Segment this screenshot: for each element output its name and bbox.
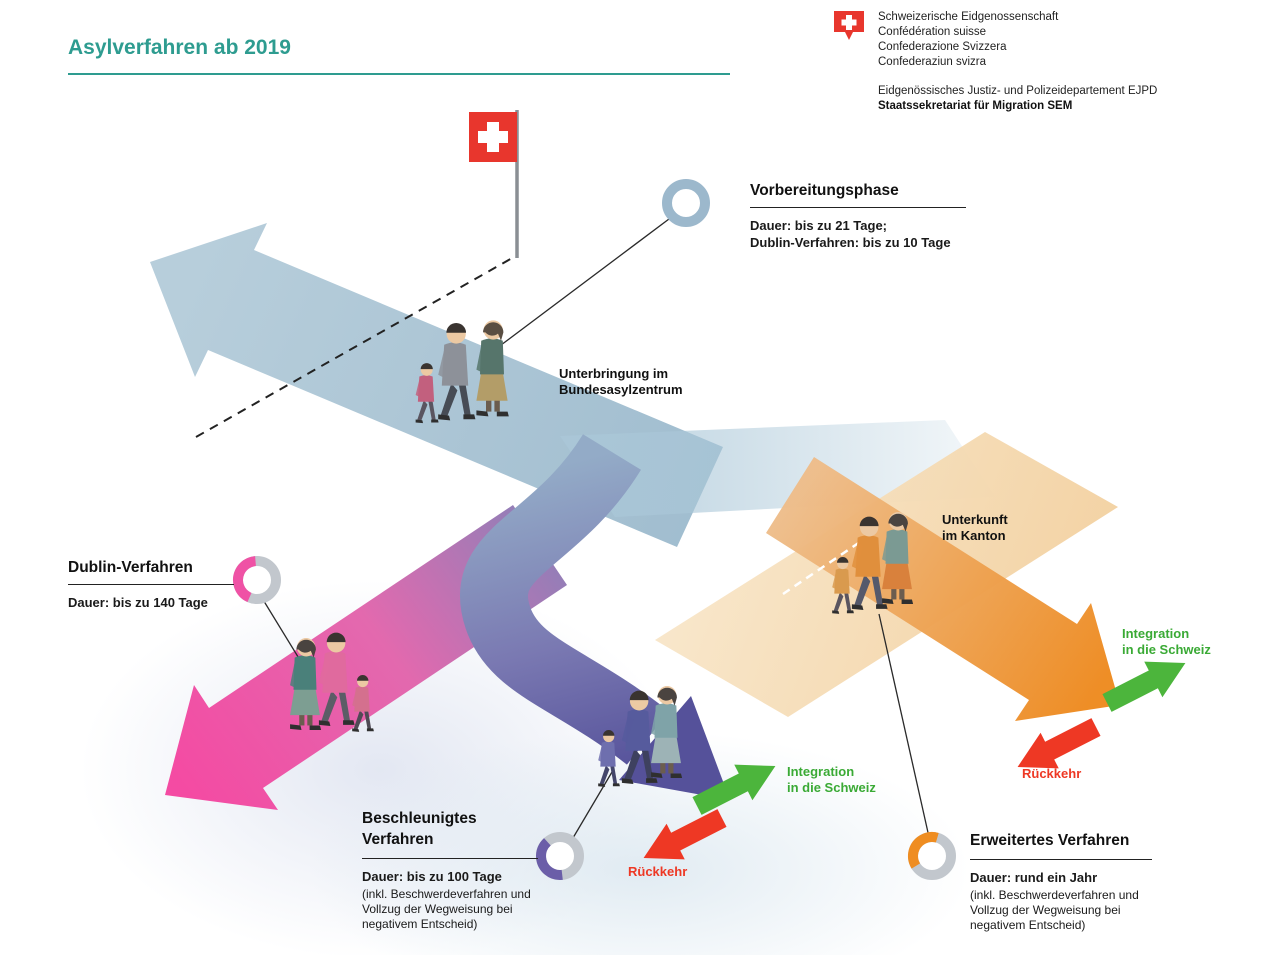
- extended-phase-note: (inkl. Beschwerdeverfahren und Vollzug d…: [970, 888, 1139, 932]
- swiss-flag-icon: [469, 110, 519, 258]
- return-label-extended: Rückkehr: [1022, 766, 1082, 781]
- extended-phase-ring-icon: [908, 832, 956, 880]
- extended-procedure-arrow: [766, 457, 1120, 721]
- dublin-phase-title: Dublin-Verfahren: [68, 557, 234, 585]
- extended-phase-title: Erweitertes Verfahren: [970, 830, 1152, 860]
- accelerated-phase-ring-icon: [536, 832, 585, 880]
- extended-phase-duration: Dauer: rund ein Jahr: [970, 870, 1098, 885]
- preparation-phase-title: Vorbereitungsphase: [750, 180, 966, 208]
- integration-label-accelerated: Integration in die Schweiz: [787, 764, 876, 795]
- phase-block-preparation: Vorbereitungsphase Dauer: bis zu 21 Tage…: [750, 180, 966, 251]
- canton-accommodation-label: Unterkunft im Kanton: [942, 512, 1008, 543]
- dublin-phase-ring-icon: [233, 556, 281, 604]
- integration-label-extended: Integration in die Schweiz: [1122, 626, 1211, 657]
- dublin-phase-details: Dauer: bis zu 140 Tage: [68, 595, 208, 610]
- flow-band-to-canton: [560, 420, 995, 517]
- department-name: Eidgenössisches Justiz- und Polizeidepar…: [878, 85, 1158, 97]
- preparation-phase-details: Dauer: bis zu 21 Tage; Dublin-Verfahren:…: [750, 218, 951, 250]
- confederation-names: Schweizerische Eidgenossenschaft Confédé…: [878, 11, 1059, 68]
- phase-block-extended: Erweitertes Verfahren Dauer: rund ein Ja…: [970, 830, 1152, 933]
- office-name: Staatssekretariat für Migration SEM: [878, 100, 1073, 112]
- connector-lines: [261, 215, 930, 844]
- phase-block-accelerated: Beschleunigtes Verfahren Dauer: bis zu 1…: [362, 808, 538, 932]
- accelerated-phase-note: (inkl. Beschwerdeverfahren und Vollzug d…: [362, 887, 531, 931]
- federal-asylum-centre-label: Unterbringung im Bundesasylzentrum: [559, 366, 683, 397]
- swiss-coat-of-arms-icon: [834, 11, 864, 40]
- canton-dashed-line: [782, 540, 861, 596]
- phase-block-dublin: Dublin-Verfahren Dauer: bis zu 140 Tage: [68, 557, 234, 611]
- border-dashed-line: [195, 256, 515, 438]
- accelerated-procedure-band: [460, 433, 670, 765]
- preparation-phase-ring-icon: [662, 179, 710, 227]
- accelerated-phase-duration: Dauer: bis zu 100 Tage: [362, 869, 502, 884]
- federal-logo: Schweizerische Eidgenossenschaft Confédé…: [833, 10, 1157, 114]
- return-label-accelerated: Rückkehr: [628, 864, 688, 879]
- page-title: Asylverfahren ab 2019: [68, 36, 730, 75]
- accelerated-phase-title: Beschleunigtes Verfahren: [362, 808, 538, 859]
